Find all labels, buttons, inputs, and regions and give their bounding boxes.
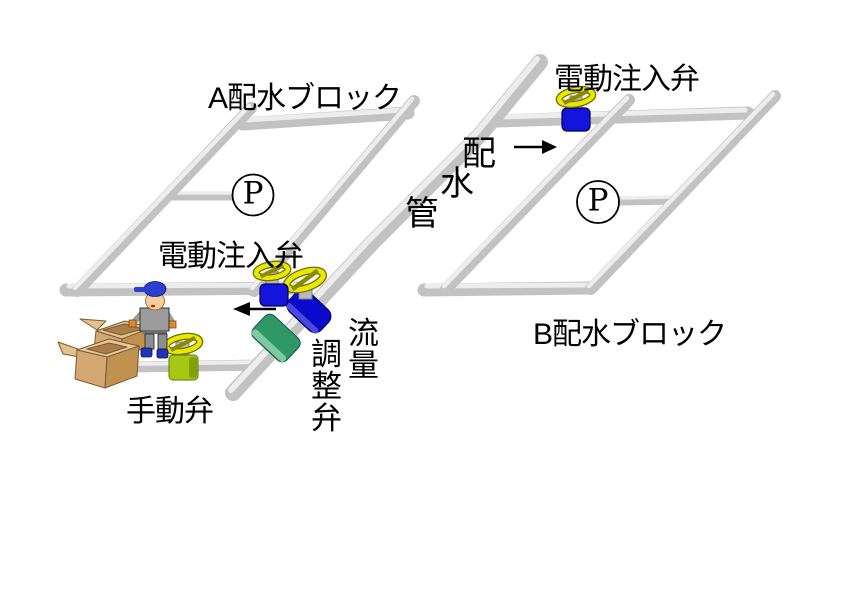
electric-injection-valve-a-label: 電動注入弁 xyxy=(158,240,304,273)
green-saddle-fitting xyxy=(251,313,301,363)
worker-right-leg xyxy=(157,333,168,350)
block-b-left-diagonal-pipe xyxy=(440,94,635,295)
electric-injection-valve-a xyxy=(252,260,292,307)
main-pipe-label-char-3: 管 xyxy=(405,195,439,233)
worker-mouth xyxy=(150,304,156,308)
flow-control-valve xyxy=(283,266,332,334)
cardboard-boxes xyxy=(57,318,152,389)
arrow-left-icon xyxy=(233,302,276,316)
worker-left-boot xyxy=(140,347,153,358)
main-pipe-label-char-2: 水 xyxy=(440,165,474,203)
worker-cap-brim xyxy=(134,287,149,292)
electric-injection-valve-b xyxy=(555,86,597,132)
valve-a-handwheel-icon xyxy=(252,260,292,282)
electric-injection-valve-b-label: 電動注入弁 xyxy=(554,63,700,96)
valve-b-handwheel-icon xyxy=(555,86,597,108)
worker-torso xyxy=(139,307,170,332)
block-a-right-diagonal-pipe xyxy=(248,95,420,297)
worker-right-boot xyxy=(156,348,169,359)
manual-valve-label: 手動弁 xyxy=(126,395,214,428)
worker-left-leg xyxy=(144,333,155,350)
pressure-gauge-b-circle xyxy=(576,180,620,224)
block-a-left-diagonal-pipe xyxy=(71,102,257,297)
pressure-gauge-a-circle xyxy=(231,173,275,217)
block-b-label: B配水ブロック xyxy=(533,318,727,351)
block-a-label: A配水ブロック xyxy=(208,82,402,115)
worker-figure xyxy=(128,281,177,359)
flow-valve-label-col-left: 調整弁 xyxy=(311,337,342,437)
main-pipe-label-char-1: 配 xyxy=(462,135,496,173)
block-b-pipes xyxy=(417,90,781,297)
block-b-top-pipe xyxy=(489,106,755,128)
flow-valve-label-col-right: 流量 xyxy=(348,316,379,384)
worker-right-hand xyxy=(168,320,177,329)
pressure-gauge-b-letter: P xyxy=(587,182,609,219)
manual-valve-handwheel-icon xyxy=(162,332,204,356)
block-a-pipes xyxy=(59,95,420,297)
block-a-top-pipe xyxy=(236,106,415,131)
worker-left-hand xyxy=(128,319,137,328)
arrow-right-icon xyxy=(514,140,557,154)
manual-valve xyxy=(162,332,204,381)
pressure-gauge-a-letter: P xyxy=(242,175,264,212)
block-b-right-diagonal-pipe xyxy=(585,90,781,295)
